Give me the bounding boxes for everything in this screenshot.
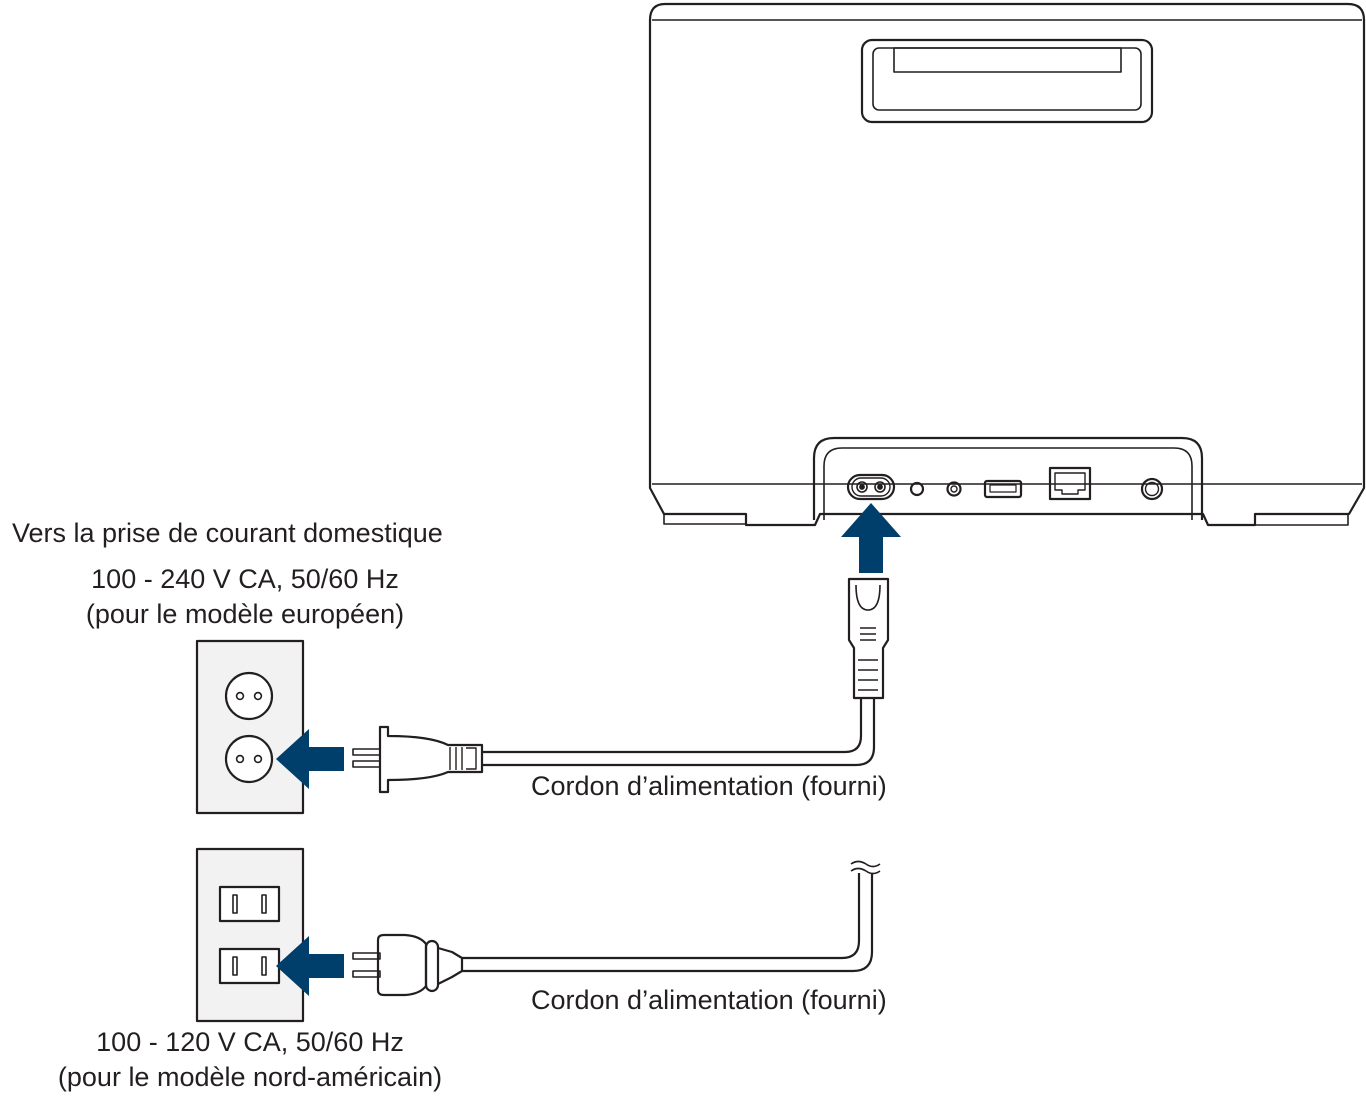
- destination-label: Vers la prise de courant domestique: [12, 518, 443, 548]
- arrow-left-icon: [276, 729, 344, 789]
- arrow-up-icon: [841, 503, 901, 573]
- ethernet-port: [1048, 466, 1092, 501]
- eu-cord-label: Cordon d’alimentation (fourni): [531, 771, 887, 801]
- c7-connector: [847, 577, 890, 700]
- ac-inlet: [846, 473, 896, 501]
- eu-voltage-label: 100 - 240 V CA, 50/60 Hz: [91, 564, 399, 594]
- na-cord-label: Cordon d’alimentation (fourni): [531, 985, 887, 1015]
- dc-jack: [1140, 477, 1164, 501]
- eu-model-label: (pour le modèle européen): [85, 599, 405, 629]
- handle: [860, 38, 1154, 124]
- na-voltage-label: 100 - 120 V CA, 50/60 Hz: [96, 1027, 404, 1057]
- speaker-rear-view: [648, 2, 1366, 527]
- eu-wall-outlet: [195, 639, 305, 815]
- eu-plug: [352, 725, 484, 794]
- aux-jack: [946, 481, 962, 497]
- na-plug: [352, 933, 464, 997]
- na-model-label: (pour le modèle nord-américain): [57, 1062, 443, 1092]
- connector-panel: [812, 436, 1204, 520]
- button-hole: [909, 481, 925, 497]
- arrow-left-icon: [276, 936, 344, 996]
- na-wall-outlet: [195, 847, 305, 1023]
- eu-power-cord: [352, 577, 890, 794]
- usb-port: [983, 479, 1023, 499]
- na-power-cord: [352, 860, 881, 997]
